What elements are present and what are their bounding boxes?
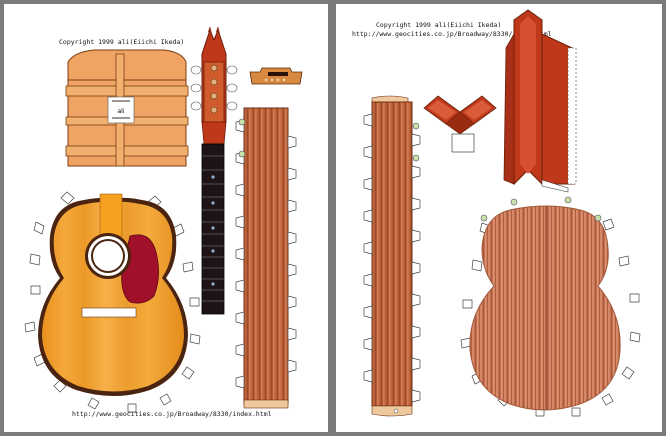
long-side-strip [363,95,421,417]
right-url-text: http://www.geocities.co.jp/Broadway/8330… [352,30,552,38]
neck-and-headstock [190,26,238,315]
right-copyright-text: Copyright 1999 ali(Eiichi Ikeda) [376,21,502,29]
left-copyright-text: Copyright 1999 ali(Eiichi Ikeda) [59,38,185,46]
left-parts-drawing: ali [24,26,303,413]
guitar-back-body [460,196,641,417]
left-template-sheet: Copyright 1999 ali(Eiichi Ikeda) http://… [4,4,328,432]
neck-back-piece [503,9,577,193]
left-url-text: http://www.geocities.co.jp/Broadway/8330… [72,410,272,418]
back-brace-plate: ali [65,49,189,167]
right-parts-drawing [363,9,641,417]
heel-block-piece [423,95,497,153]
right-template-sheet: Copyright 1999 ali(Eiichi Ikeda) http://… [336,4,662,432]
label-logo-text: ali [117,108,124,115]
bridge-piece [249,67,303,85]
guitar-top-body [24,191,201,413]
side-strip [235,107,297,409]
